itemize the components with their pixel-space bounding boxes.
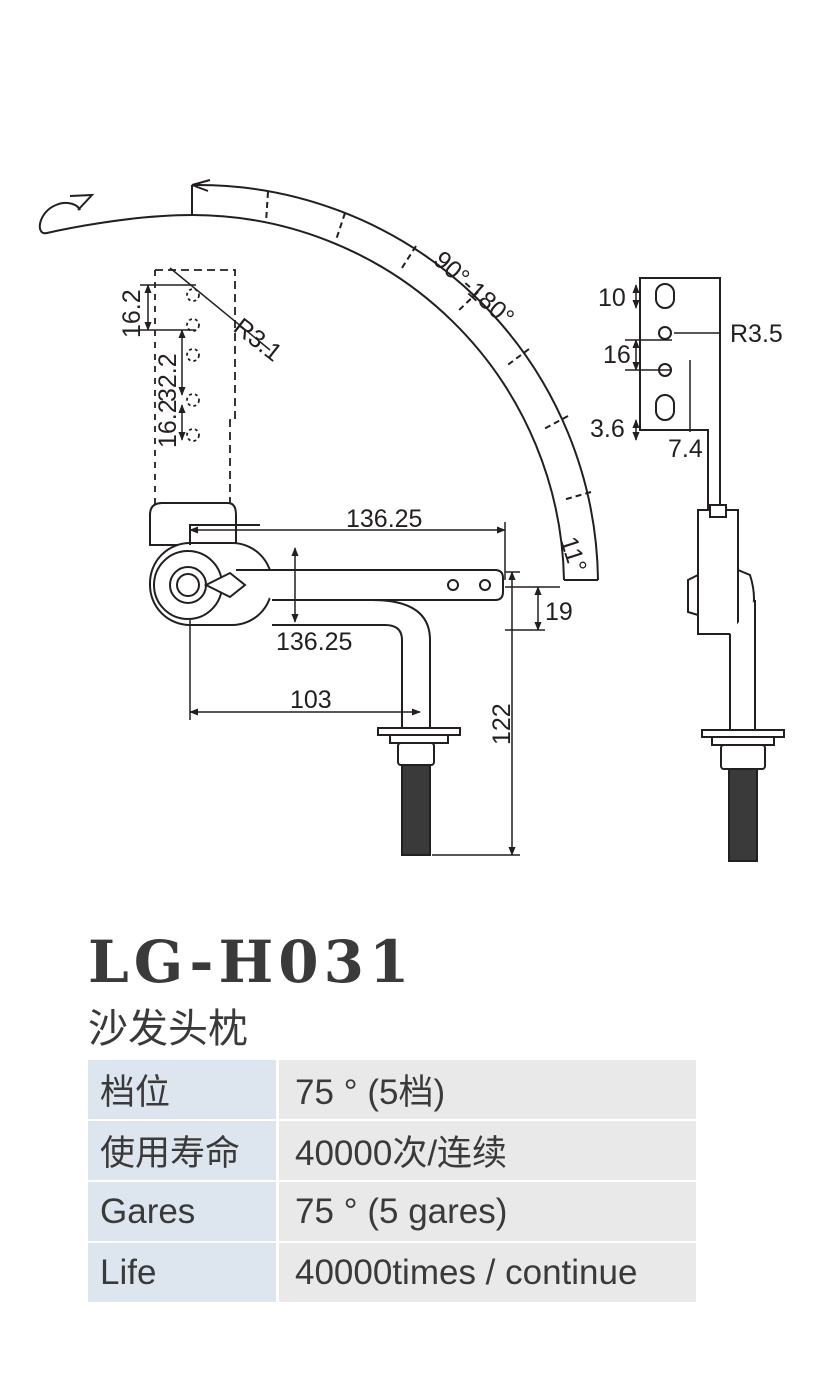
dim-16: 16	[603, 341, 631, 369]
spec-value: 40000次/连续	[279, 1121, 696, 1182]
dim-103: 103	[290, 686, 332, 714]
table-row: 档位 75 ° (5档)	[88, 1060, 696, 1121]
dim-7-4: 7.4	[668, 435, 703, 463]
spec-key: Gares	[88, 1182, 279, 1243]
rotation-arc	[38, 179, 599, 581]
dim-16-2-top: 16.2	[118, 289, 146, 338]
dim-32-2: 32.2	[154, 353, 182, 402]
end-view-dimensions	[625, 284, 720, 441]
main-dimensions	[189, 522, 560, 856]
dim-3-6: 3.6	[590, 415, 625, 443]
mounting-plate-outline	[154, 269, 236, 505]
dim-122: 122	[488, 703, 516, 745]
spec-key: 档位	[88, 1060, 279, 1121]
spec-key: 使用寿命	[88, 1121, 279, 1182]
table-row: 使用寿命 40000次/连续	[88, 1121, 696, 1182]
product-name: 沙发头枕	[88, 1006, 248, 1052]
mounting-bolt	[377, 727, 461, 856]
dim-11-deg: 11°	[554, 533, 592, 576]
spec-value: 75 ° (5 gares)	[279, 1182, 696, 1243]
end-view	[639, 277, 785, 862]
dim-136-25-bottom: 136.25	[276, 628, 352, 656]
hinge-body	[149, 502, 504, 731]
angle-label: 90°-180°	[428, 246, 519, 332]
table-row: Life 40000times / continue	[88, 1243, 696, 1304]
dim-136-25-top: 136.25	[346, 505, 422, 533]
left-dimensions	[140, 267, 271, 441]
dim-10: 10	[598, 284, 626, 312]
radius-r3-1: R3.1	[228, 313, 287, 368]
dim-16-2-bottom: 16.2	[154, 399, 182, 448]
spec-key: Life	[88, 1243, 279, 1304]
technical-drawing: 90°-180° 11° 16.2 32.2 16.2 R3.1	[38, 179, 785, 862]
spec-table: 档位 75 ° (5档) 使用寿命 40000次/连续 Gares 75 ° (…	[88, 1060, 696, 1304]
radius-r3-5: R3.5	[730, 320, 783, 348]
spec-value: 75 ° (5档)	[279, 1060, 696, 1121]
table-row: Gares 75 ° (5 gares)	[88, 1182, 696, 1243]
model-number: LG-H031	[88, 928, 415, 996]
dim-19: 19	[545, 598, 573, 626]
spec-value: 40000times / continue	[279, 1243, 696, 1304]
